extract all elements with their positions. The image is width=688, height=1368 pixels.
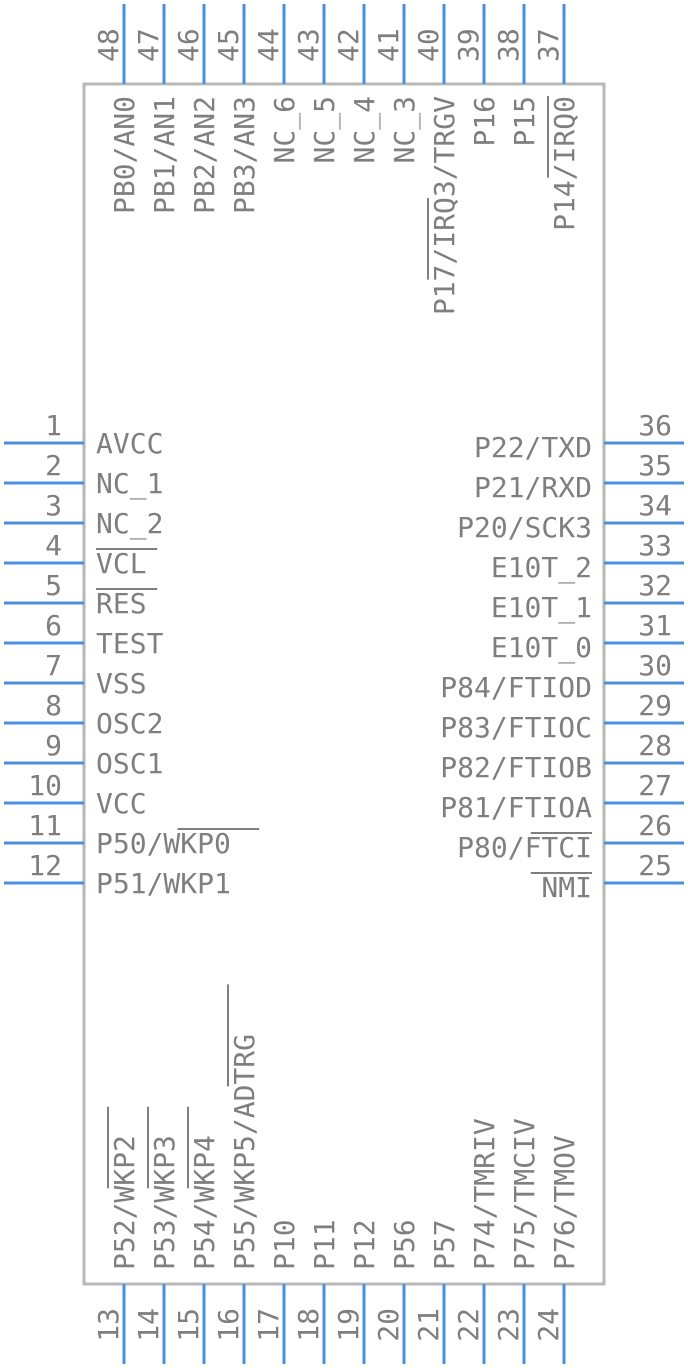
pin-label: NC_4 [348,96,382,163]
pin-label: P20/SCK3 [457,511,592,544]
pin-label: OSC1 [96,747,163,780]
pin-number: 33 [638,529,672,562]
pin-label: P53/WKP3 [148,1135,181,1270]
pin-label: P83/FTIOC [440,711,592,744]
pin-label: NC_5 [308,96,342,163]
pin-label: P56 [388,1219,421,1270]
pin-number: 17 [252,1308,285,1342]
pin-number: 10 [28,769,62,802]
pin-label: NC_2 [96,507,163,541]
pin-number: 42 [332,28,365,62]
pin-number: 45 [212,28,245,62]
pin-label: P22/TXD [474,431,592,464]
pin-number: 3 [45,489,62,522]
pin-number: 16 [212,1308,245,1342]
pin-number: 23 [492,1308,525,1342]
pin-label: P84/FTIOD [440,671,592,704]
pin-label: P74/TMRIV [468,1118,501,1270]
pin-number: 24 [532,1308,565,1342]
pin-label: NC_1 [96,467,163,501]
pin-number: 38 [492,28,525,62]
pin-number: 9 [45,729,62,762]
pin-label: P17/IRQ3/TRGV [428,96,461,315]
pin-number: 2 [45,449,62,482]
pin-number: 22 [452,1308,485,1342]
pin-label: P50/WKP0 [96,827,231,860]
pin-number: 31 [638,609,672,642]
pin-label: E10T_0 [491,631,592,665]
pin-label: PB2/AN2 [188,96,221,214]
pin-number: 14 [132,1308,165,1342]
pin-label: P51/WKP1 [96,867,231,900]
pin-number: 47 [132,28,165,62]
pin-number: 8 [45,689,62,722]
pin-label: P55/WKP5/ADTRG [228,1034,261,1270]
pin-number: 32 [638,569,672,602]
pin-label: NC_3 [388,96,422,163]
pin-number: 43 [292,28,325,62]
pin-label: PB0/AN0 [108,96,141,214]
pin-number: 15 [172,1308,205,1342]
pin-label: P10 [268,1219,301,1270]
pin-label: VCC [96,787,147,820]
pin-number: 19 [332,1308,365,1342]
pin-label: OSC2 [96,707,163,740]
pin-label: VSS [96,667,147,700]
pin-number: 20 [372,1308,405,1342]
pin-label: P16 [468,96,501,147]
pin-number: 28 [638,729,672,762]
pin-label: P15 [508,96,541,147]
pin-label: E10T_1 [491,591,592,625]
pin-number: 27 [638,769,672,802]
pin-number: 11 [28,809,62,842]
pin-number: 4 [45,529,62,562]
pin-number: 44 [252,28,285,62]
pin-label: P12 [348,1219,381,1270]
pin-label: TEST [96,627,164,660]
pin-number: 5 [45,569,62,602]
pin-number: 46 [172,28,205,62]
pin-number: 25 [638,849,672,882]
pin-label: P11 [308,1219,341,1270]
pin-label: P54/WKP4 [188,1135,221,1270]
pin-number: 1 [45,409,62,442]
pin-label: NMI [541,871,592,904]
pin-number: 12 [28,849,62,882]
pin-number: 21 [412,1308,445,1342]
pin-label: AVCC [96,427,163,460]
pin-label: RES [96,587,147,620]
pin-number: 26 [638,809,672,842]
pin-number: 7 [45,649,62,682]
pin-label: P57 [428,1219,461,1270]
pin-number: 29 [638,689,672,722]
pin-label: E10T_2 [491,551,592,585]
pin-label: P82/FTIOB [440,751,592,784]
pin-label: P81/FTIOA [440,791,592,824]
pin-label: P21/RXD [474,471,592,504]
pin-number: 41 [372,28,405,62]
pin-number: 35 [638,449,672,482]
pin-number: 34 [638,489,672,522]
pin-number: 30 [638,649,672,682]
pin-label: PB3/AN3 [228,96,261,214]
pin-number: 13 [92,1308,125,1342]
pin-number: 39 [452,28,485,62]
pin-label: PB1/AN1 [148,96,181,214]
ic-body [82,82,606,1286]
pin-label: NC_6 [268,96,302,163]
pin-number: 6 [45,609,62,642]
pin-number: 48 [92,28,125,62]
pin-label: P14/IRQ0 [548,96,581,231]
pin-number: 37 [532,28,565,62]
pin-label: P52/WKP2 [108,1135,141,1270]
pin-number: 18 [292,1308,325,1342]
pin-number: 40 [412,28,445,62]
pin-label: P76/TMOV [548,1135,581,1270]
pin-label: P80/FTCI [457,831,592,864]
pin-number: 36 [638,409,672,442]
pin-label: VCL [96,547,147,580]
pin-label: P75/TMCIV [508,1118,541,1270]
